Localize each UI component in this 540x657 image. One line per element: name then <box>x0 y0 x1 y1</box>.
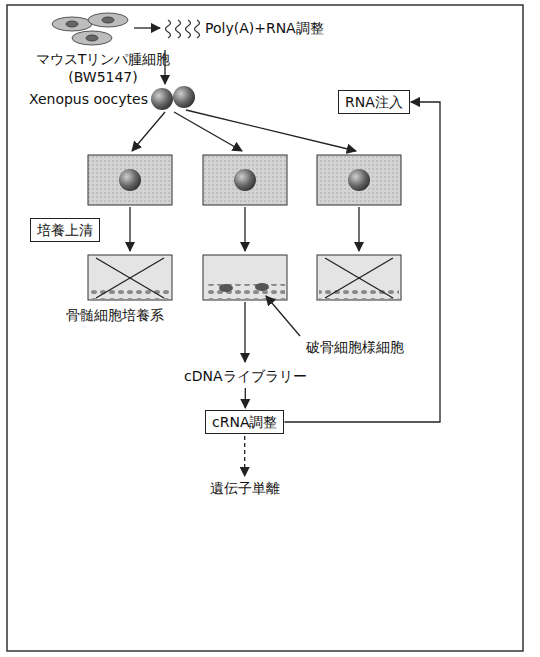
annotation-label: Xenopus oocytes <box>14 90 148 108</box>
process-box: RNA注入 <box>338 90 410 114</box>
rna-squiggles <box>166 20 200 38</box>
node-text: cDNAライブラリー <box>184 367 307 385</box>
cross-mark <box>96 258 393 298</box>
flow-arrow <box>244 436 245 476</box>
node-text: RNA注入 <box>345 93 403 111</box>
lymphoma-cells <box>52 13 128 45</box>
annotation-label: Poly(A)+RNA調整 <box>205 19 405 37</box>
oocyte <box>173 86 195 108</box>
flow-arrow <box>245 388 246 408</box>
node-text: 培養上清 <box>37 221 93 239</box>
node-text: 遺伝子単離 <box>210 479 280 497</box>
annotation-label: 破骨細胞様細胞 <box>280 338 430 356</box>
annotation-label: マウスTリンパ腫細胞 (BW5147) <box>28 50 178 86</box>
oocyte-culture <box>88 155 401 205</box>
step-text: cDNAライブラリー <box>182 366 309 386</box>
node-text: cRNA調整 <box>212 413 277 431</box>
bone-marrow-culture <box>88 255 401 300</box>
step-text: 遺伝子単離 <box>208 478 282 498</box>
process-box: 培養上清 <box>30 218 100 242</box>
annotation-label: 骨髄細胞培養系 <box>40 306 190 324</box>
process-box: cRNA調整 <box>205 410 284 434</box>
oocyte <box>151 88 173 110</box>
